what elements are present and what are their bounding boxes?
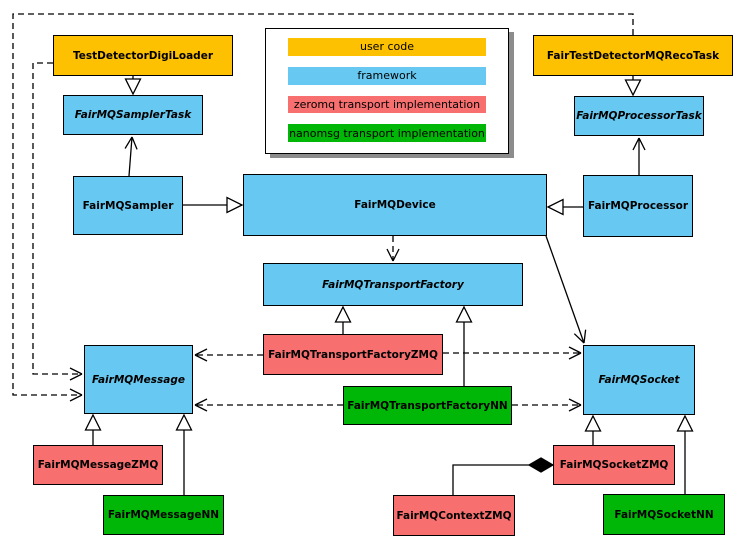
edge-fairmq-message-nn--fairmq-message-inheritance xyxy=(175,413,193,495)
edge-fairmq-message-zmq--fairmq-message-inheritance xyxy=(84,413,102,445)
node-fairmq-processor: FairMQProcessor xyxy=(583,175,693,237)
edge-fairmq-transport-factory-zmq--fairmq-socket-dependency xyxy=(443,346,582,360)
node-fairmq-socket-nn: FairMQSocketNN xyxy=(603,494,725,535)
node-fairmq-sampler-task: FairMQSamplerTask xyxy=(63,95,203,135)
node-fairmq-socket: FairMQSocket xyxy=(583,345,695,415)
node-fairmq-processor-task: FairMQProcessorTask xyxy=(574,96,704,136)
edge-fairmq-socket-zmq--fairmq-socket-inheritance xyxy=(584,414,602,445)
node-fairmq-transport-factory-nn: FairMQTransportFactoryNN xyxy=(343,386,512,425)
edge-test-detector-digi-loader--fairmq-sampler-task-inheritance xyxy=(124,76,142,96)
node-fairmq-transport-factory-zmq: FairMQTransportFactoryZMQ xyxy=(263,334,443,375)
legend-item-zeromq: zeromq transport implementation xyxy=(288,95,486,114)
edge-fairmq-sampler--fairmq-sampler-task-association xyxy=(124,136,138,177)
edge-fairmq-sampler--fairmq-device-inheritance xyxy=(183,196,244,214)
legend-item-framework: framework xyxy=(288,66,486,85)
edge-fairmq-transport-factory-zmq--fairmq-transport-factory-inheritance xyxy=(334,305,352,334)
node-fairmq-message-nn: FairMQMessageNN xyxy=(103,495,224,535)
node-fairmq-transport-factory: FairMQTransportFactory xyxy=(263,263,523,306)
node-fair-test-detector-mq-reco-task: FairTestDetectorMQRecoTask xyxy=(533,35,733,76)
edge-fairmq-transport-factory-nn--fairmq-message-dependency xyxy=(194,398,343,412)
edge-fair-test-detector-mq-reco-task--fairmq-processor-task-inheritance xyxy=(624,76,642,97)
node-fairmq-message: FairMQMessage xyxy=(84,345,193,414)
edge-fairmq-device--fairmq-socket-association xyxy=(545,235,587,344)
node-fairmq-sampler: FairMQSampler xyxy=(73,176,183,235)
edge-fairmq-transport-factory-zmq--fairmq-message-dependency xyxy=(194,348,263,362)
node-fairmq-device: FairMQDevice xyxy=(243,174,547,236)
node-fairmq-context-zmq: FairMQContextZMQ xyxy=(393,495,515,536)
node-test-detector-digi-loader: TestDetectorDigiLoader xyxy=(53,35,233,76)
edge-fairmq-context-zmq--fairmq-socket-zmq-composition xyxy=(452,457,555,495)
node-fairmq-message-zmq: FairMQMessageZMQ xyxy=(33,445,163,485)
node-fairmq-socket-zmq: FairMQSocketZMQ xyxy=(553,445,675,485)
legend-item-user: user code xyxy=(288,38,486,56)
edge-fairmq-transport-factory-nn--fairmq-transport-factory-inheritance xyxy=(455,305,473,386)
edge-fairmq-socket-nn--fairmq-socket-inheritance xyxy=(676,414,694,494)
edge-fairmq-processor--fairmq-processor-task-association xyxy=(632,137,646,175)
legend-item-nanomsg: nanomsg transport implementation xyxy=(288,124,486,142)
edge-fairmq-device--fairmq-transport-factory-dependency xyxy=(386,236,400,262)
edge-fairmq-processor--fairmq-device-inheritance xyxy=(546,198,583,216)
legend-box: user code framework zeromq transport imple… xyxy=(265,28,509,154)
edge-fairmq-transport-factory-nn--fairmq-socket-dependency xyxy=(512,398,582,412)
